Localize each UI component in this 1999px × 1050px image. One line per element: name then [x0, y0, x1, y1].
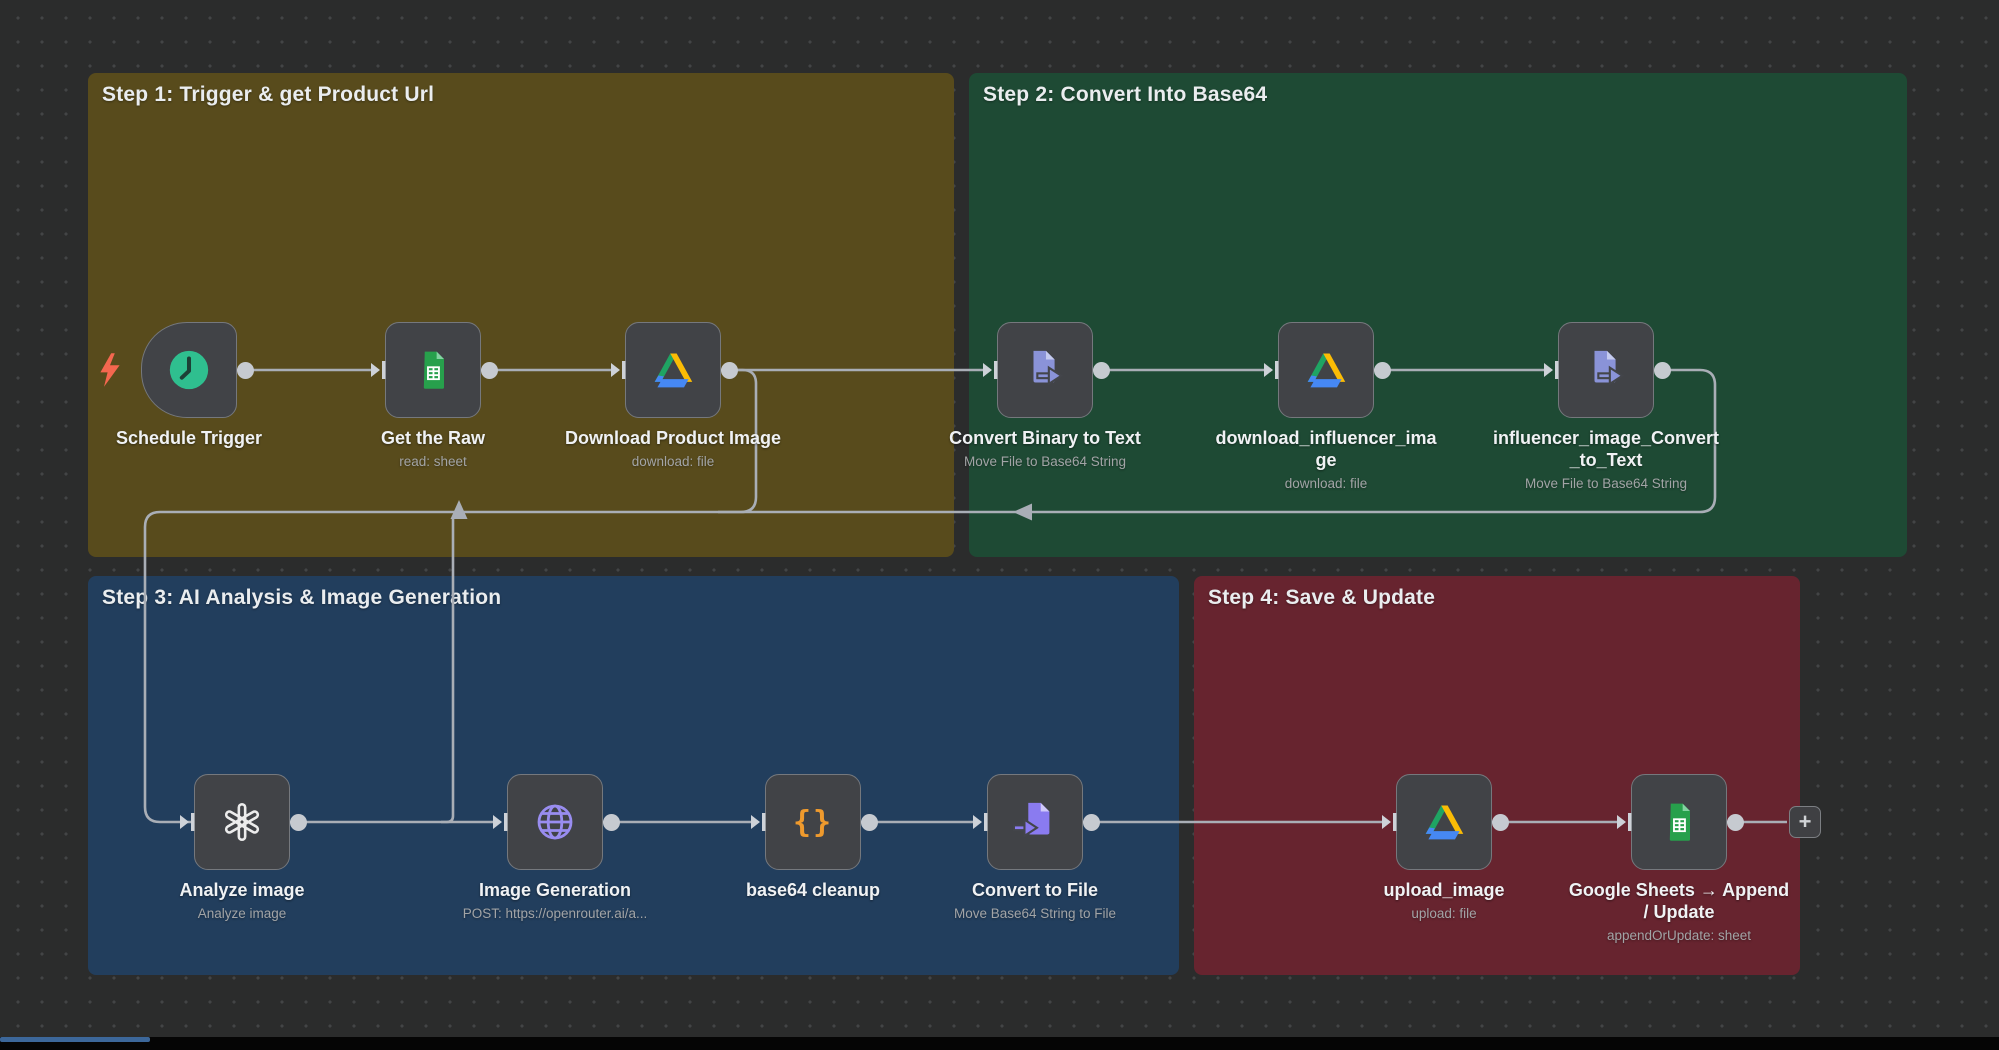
- node-sublabel-influencer_image_convert_to_text: Move File to Base64 String: [1524, 476, 1688, 491]
- file-import-icon: [1012, 799, 1058, 845]
- node-label-image_generation: Image Generation: [478, 880, 632, 900]
- node-sublabel-image_generation: POST: https://openrouter.ai/a...: [462, 906, 648, 921]
- globe-icon: [531, 798, 579, 846]
- node-image_generation[interactable]: [507, 774, 603, 870]
- connection-influencer_convert_to_analyze_image[interactable]: [143, 368, 1717, 824]
- node-sublabel-get_the_raw: read: sheet: [399, 454, 467, 469]
- output-port-influencer_image_convert_to_text[interactable]: [1654, 361, 1671, 379]
- input-port-download_product_image[interactable]: [611, 361, 626, 384]
- node-convert_to_file[interactable]: [987, 774, 1083, 870]
- node-base64_cleanup[interactable]: {}: [765, 774, 861, 870]
- input-port-analyze_image[interactable]: [180, 813, 195, 836]
- output-port-google_sheets_append_update[interactable]: [1727, 813, 1744, 831]
- svg-text:{}: {}: [793, 805, 833, 840]
- node-label-upload_image: upload_image: [1383, 880, 1505, 900]
- output-port-convert_to_file[interactable]: [1083, 813, 1100, 831]
- file-export-icon: [1583, 347, 1629, 393]
- google-drive-icon: [651, 349, 695, 391]
- horizontal-scrollbar-thumb[interactable]: [0, 1037, 150, 1042]
- sticky-title-step3: Step 3: AI Analysis & Image Generation: [102, 586, 502, 609]
- output-port-convert_binary_to_text[interactable]: [1093, 361, 1110, 379]
- output-port-upload_image[interactable]: [1492, 813, 1509, 831]
- connection-analyze_row_branch_up[interactable]: [441, 510, 462, 824]
- sticky-title-step2: Step 2: Convert Into Base64: [983, 83, 1268, 106]
- node-get_the_raw[interactable]: [385, 322, 481, 418]
- input-port-base64_cleanup[interactable]: [751, 813, 766, 836]
- input-port-get_the_raw[interactable]: [371, 361, 386, 384]
- node-label-get_the_raw: Get the Raw: [380, 428, 486, 448]
- code-braces-icon: {}: [789, 798, 837, 846]
- node-label-base64_cleanup: base64 cleanup: [745, 880, 881, 900]
- node-label-influencer_image_convert_to_text: influencer_image_Convert_to_Text: [1492, 428, 1720, 470]
- node-label-google_sheets_append_update: Google Sheets → Append / Update: [1568, 880, 1790, 922]
- input-port-download_influencer_image[interactable]: [1264, 361, 1279, 384]
- flow-direction-arrow: [450, 500, 468, 519]
- node-label-schedule_trigger: Schedule Trigger: [115, 428, 263, 448]
- input-port-image_generation[interactable]: [493, 813, 508, 836]
- sticky-title-step4: Step 4: Save & Update: [1208, 586, 1436, 609]
- node-google_sheets_append_update[interactable]: [1631, 774, 1727, 870]
- node-label-convert_to_file: Convert to File: [971, 880, 1098, 900]
- output-port-base64_cleanup[interactable]: [861, 813, 878, 831]
- node-sublabel-google_sheets_append_update: appendOrUpdate: sheet: [1606, 928, 1752, 943]
- input-port-google_sheets_append_update[interactable]: [1617, 813, 1632, 836]
- horizontal-scrollbar-track[interactable]: [0, 1037, 1999, 1050]
- node-sublabel-download_influencer_image: download: file: [1284, 476, 1368, 491]
- node-analyze_image[interactable]: [194, 774, 290, 870]
- output-port-image_generation[interactable]: [603, 813, 620, 831]
- sticky-note-step1[interactable]: Step 1: Trigger & get Product Url: [88, 73, 954, 557]
- file-export-icon: [1022, 347, 1068, 393]
- output-port-download_product_image[interactable]: [721, 361, 738, 379]
- clock-icon: [166, 347, 212, 393]
- flow-direction-arrow: [1013, 503, 1032, 521]
- output-port-analyze_image[interactable]: [290, 813, 307, 831]
- input-port-influencer_image_convert_to_text[interactable]: [1544, 361, 1559, 384]
- google-drive-icon: [1304, 349, 1348, 391]
- node-sublabel-upload_image: upload: file: [1411, 906, 1477, 921]
- connection-download_product_branch_down[interactable]: [718, 368, 758, 514]
- node-label-download_influencer_image: download_influencer_image: [1215, 428, 1437, 470]
- node-download_influencer_image[interactable]: [1278, 322, 1374, 418]
- node-label-download_product_image: Download Product Image: [564, 428, 782, 448]
- sticky-note-step2[interactable]: Step 2: Convert Into Base64: [969, 73, 1907, 557]
- lightning-bolt-icon: [97, 352, 123, 393]
- node-influencer_image_convert_to_text[interactable]: [1558, 322, 1654, 418]
- output-port-schedule_trigger[interactable]: [237, 361, 254, 379]
- input-port-convert_to_file[interactable]: [973, 813, 988, 836]
- google-sheets-icon: [411, 347, 455, 393]
- node-label-convert_binary_to_text: Convert Binary to Text: [949, 428, 1141, 448]
- node-sublabel-convert_to_file: Move Base64 String to File: [953, 906, 1117, 921]
- node-schedule_trigger[interactable]: [141, 322, 237, 418]
- add-node-plus-button[interactable]: +: [1789, 806, 1821, 838]
- node-label-analyze_image: Analyze image: [179, 880, 305, 900]
- node-download_product_image[interactable]: [625, 322, 721, 418]
- output-port-get_the_raw[interactable]: [481, 361, 498, 379]
- openai-icon: [219, 799, 265, 845]
- google-drive-icon: [1422, 801, 1466, 843]
- node-sublabel-download_product_image: download: file: [631, 454, 715, 469]
- node-sublabel-analyze_image: Analyze image: [197, 906, 287, 921]
- input-port-convert_binary_to_text[interactable]: [983, 361, 998, 384]
- sticky-title-step1: Step 1: Trigger & get Product Url: [102, 83, 435, 106]
- output-port-download_influencer_image[interactable]: [1374, 361, 1391, 379]
- google-sheets-icon: [1657, 799, 1701, 845]
- input-port-upload_image[interactable]: [1382, 813, 1397, 836]
- node-upload_image[interactable]: [1396, 774, 1492, 870]
- node-sublabel-convert_binary_to_text: Move File to Base64 String: [963, 454, 1127, 469]
- node-convert_binary_to_text[interactable]: [997, 322, 1093, 418]
